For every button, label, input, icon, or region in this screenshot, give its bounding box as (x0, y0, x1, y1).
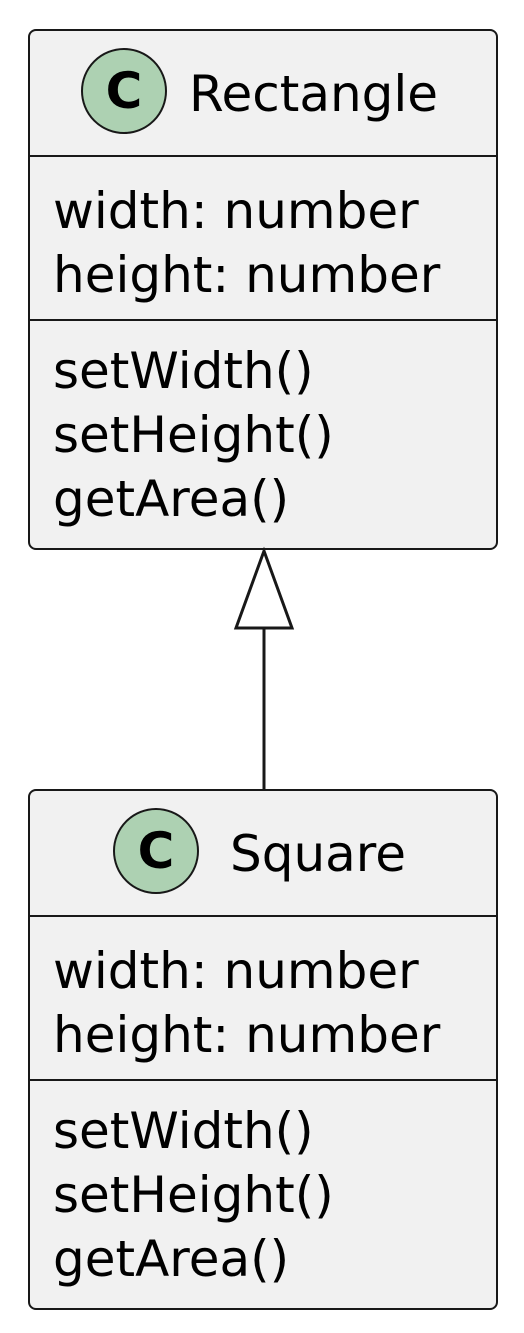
methods-compartment: setWidth() setHeight() getArea() (30, 321, 496, 531)
stereotype-letter: C (105, 62, 143, 120)
stereotype-letter: C (137, 822, 175, 880)
attributes-compartment: width: number height: number (30, 157, 496, 321)
class-name: Square (230, 825, 407, 883)
attribute: height: number (53, 1006, 441, 1064)
method: setWidth() (53, 342, 314, 400)
method: getArea() (53, 1230, 290, 1288)
attribute: width: number (53, 182, 419, 240)
method: setHeight() (53, 406, 334, 464)
class-stereotype-icon: C (113, 808, 199, 894)
class-rectangle[interactable]: C Rectangle width: number height: number… (28, 29, 498, 550)
class-header: C Square (30, 791, 496, 917)
class-stereotype-icon: C (81, 48, 167, 134)
inheritance-arrowhead (233, 546, 295, 630)
attributes-compartment: width: number height: number (30, 917, 496, 1081)
method: setWidth() (53, 1102, 314, 1160)
methods-compartment: setWidth() setHeight() getArea() (30, 1081, 496, 1291)
attribute: width: number (53, 942, 419, 1000)
class-name: Rectangle (189, 65, 439, 123)
method: setHeight() (53, 1166, 334, 1224)
attribute: height: number (53, 246, 441, 304)
class-square[interactable]: C Square width: number height: number se… (28, 789, 498, 1310)
class-header: C Rectangle (30, 31, 496, 157)
method: getArea() (53, 470, 290, 528)
